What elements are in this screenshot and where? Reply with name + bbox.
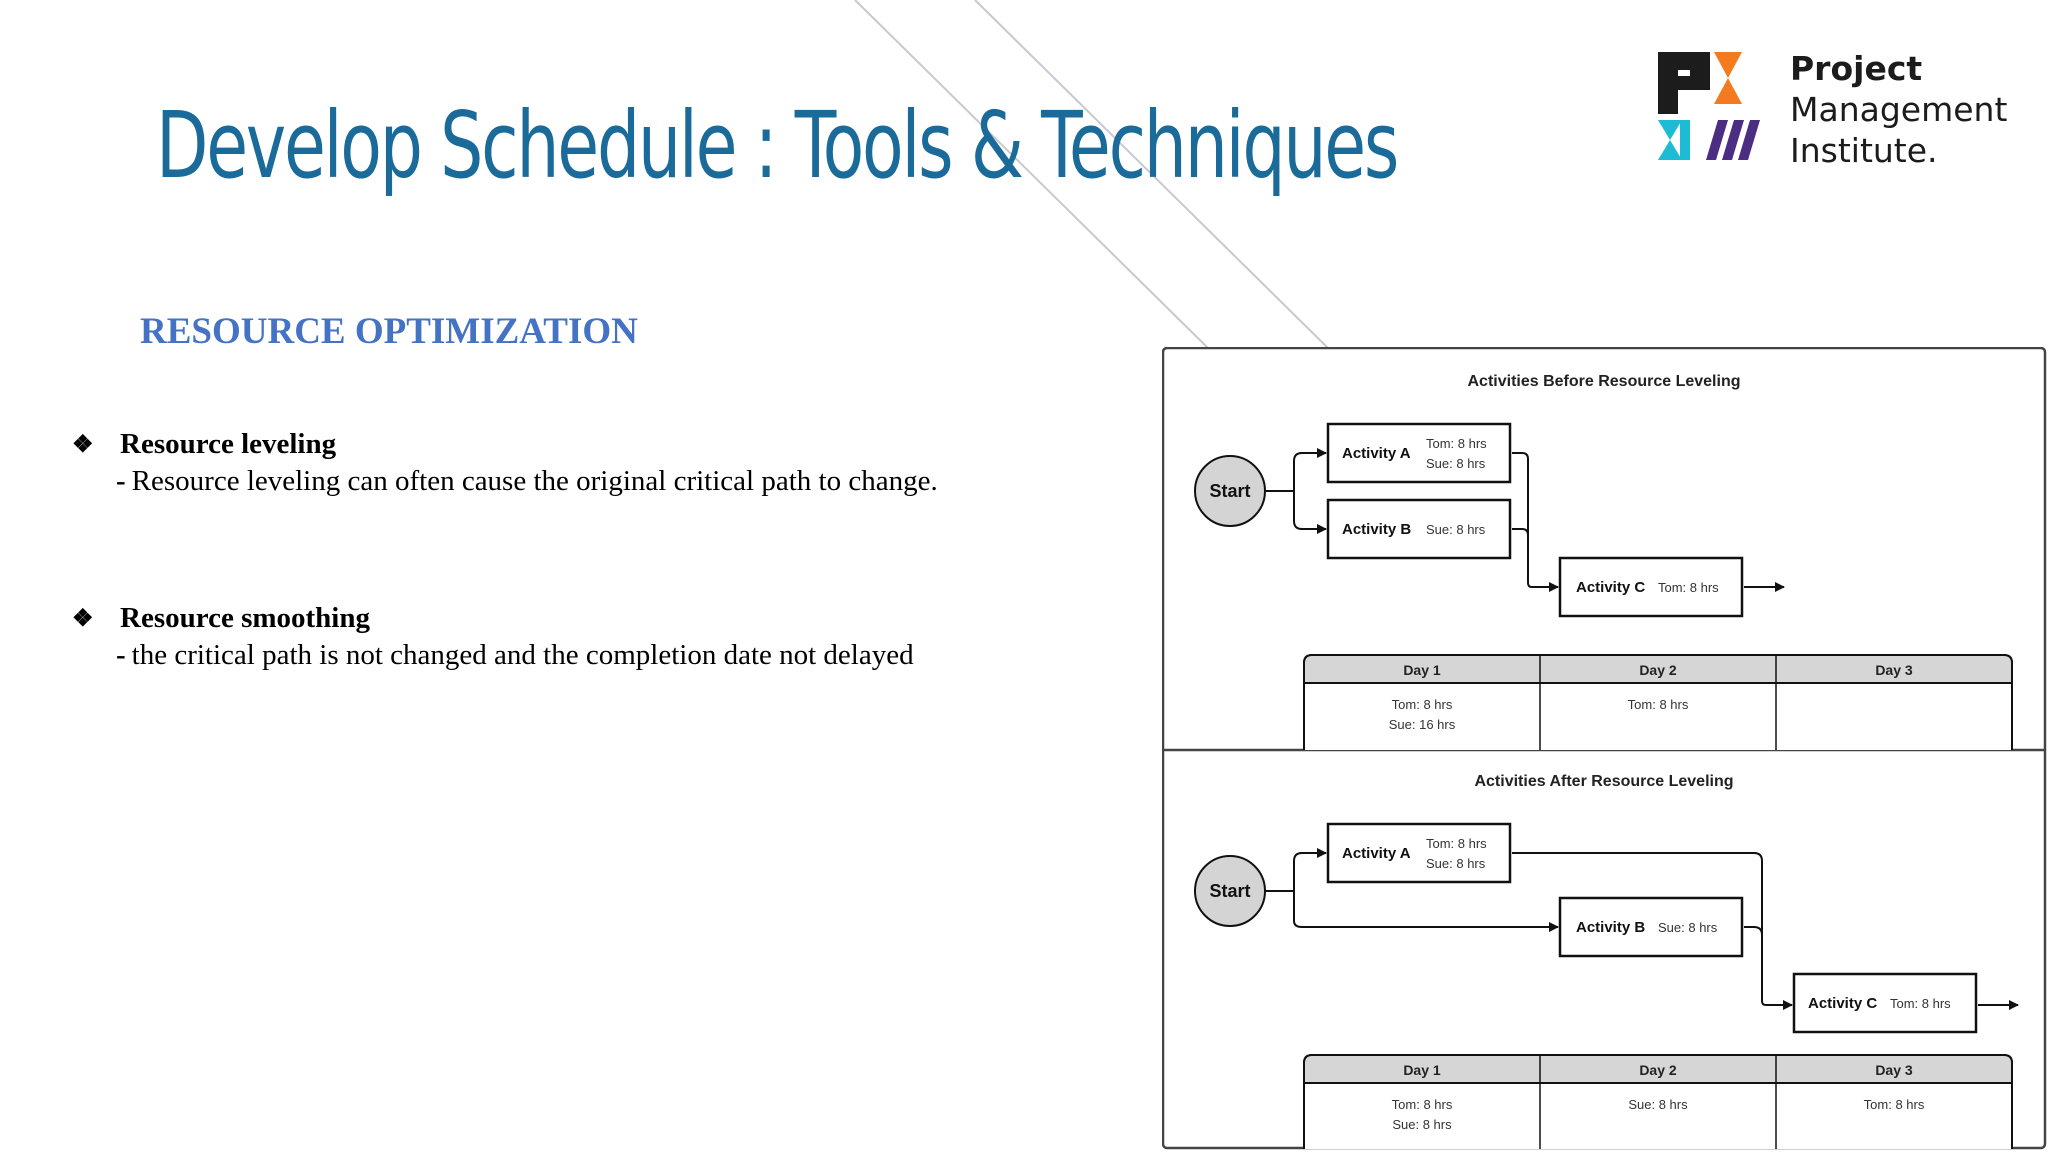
activity-resource: Tom: 8 hrs (1890, 996, 1951, 1011)
table-cell: Sue: 8 hrs (1392, 1117, 1452, 1132)
table-cell: Tom: 8 hrs (1628, 697, 1689, 712)
panel-title: Activities After Resource Leveling (1474, 773, 1733, 790)
activity-c-node: Activity C Tom: 8 hrs (1558, 556, 1744, 618)
start-label: Start (1209, 881, 1250, 901)
activity-resource: Tom: 8 hrs (1426, 436, 1487, 451)
resource-leveling-diagram: Activities Before Resource Leveling Star… (1162, 347, 2047, 1150)
panel-after: Activities After Resource Leveling Start… (1194, 773, 2019, 1149)
table-cell: Tom: 8 hrs (1392, 697, 1453, 712)
activity-resource: Sue: 8 hrs (1658, 920, 1718, 935)
table-header: Day 1 (1403, 1062, 1441, 1078)
activity-name: Activity A (1342, 445, 1411, 462)
table-header: Day 1 (1403, 662, 1441, 678)
section-heading: RESOURCE OPTIMIZATION (140, 311, 638, 352)
bullet-resource-smoothing: ❖Resource smoothing -the critical path i… (72, 602, 914, 671)
activity-name: Activity A (1342, 845, 1411, 862)
table-header: Day 3 (1875, 1062, 1913, 1078)
bullet-heading: Resource leveling (120, 428, 337, 460)
bullet-resource-leveling: ❖Resource leveling -Resource leveling ca… (72, 428, 938, 497)
activity-name: Activity B (1342, 521, 1411, 538)
logo-line-1: Project (1790, 49, 1923, 88)
start-node (1194, 455, 1266, 527)
bullet-text: Resource leveling can often cause the or… (131, 465, 938, 497)
resource-table: Day 1 Day 2 Day 3 Tom: 8 hrs Sue: 16 hrs… (1303, 654, 2013, 750)
logo-line-2: Management (1790, 90, 2008, 129)
panel-before: Activities Before Resource Leveling Star… (1194, 373, 2013, 750)
start-node (1194, 855, 1266, 927)
activity-a-node: Activity A Tom: 8 hrs Sue: 8 hrs (1326, 822, 1512, 884)
table-cell: Tom: 8 hrs (1392, 1097, 1453, 1112)
diamond-bullet-icon: ❖ (72, 432, 94, 458)
table-cell: Tom: 8 hrs (1864, 1097, 1925, 1112)
activity-c-node: Activity C Tom: 8 hrs (1792, 972, 1978, 1034)
resource-table: Day 1 Day 2 Day 3 Tom: 8 hrs Sue: 8 hrs … (1303, 1054, 2013, 1149)
activity-name: Activity C (1808, 995, 1877, 1012)
activity-resource: Tom: 8 hrs (1658, 580, 1719, 595)
activity-a-node: Activity A Tom: 8 hrs Sue: 8 hrs (1326, 422, 1512, 484)
table-cell: Sue: 16 hrs (1389, 717, 1456, 732)
activity-resource: Sue: 8 hrs (1426, 856, 1486, 871)
activity-name: Activity B (1576, 919, 1645, 936)
panel-title: Activities Before Resource Leveling (1468, 373, 1741, 390)
activity-b-node: Activity B Sue: 8 hrs (1326, 498, 1512, 560)
activity-resource: Sue: 8 hrs (1426, 456, 1486, 471)
start-label: Start (1209, 481, 1250, 501)
table-header: Day 3 (1875, 662, 1913, 678)
activity-resource: Sue: 8 hrs (1426, 522, 1486, 537)
activity-b-node: Activity B Sue: 8 hrs (1558, 896, 1744, 958)
diamond-bullet-icon: ❖ (72, 606, 94, 632)
pmi-logo: Project Management Institute. (1656, 48, 2026, 170)
activity-name: Activity C (1576, 579, 1645, 596)
table-header: Day 2 (1639, 662, 1677, 678)
bullet-heading: Resource smoothing (120, 602, 370, 634)
logo-line-3: Institute. (1790, 131, 1938, 170)
table-header: Day 2 (1639, 1062, 1677, 1078)
pmi-logo-text: Project Management Institute. (1790, 48, 2007, 171)
table-cell: Sue: 8 hrs (1628, 1097, 1688, 1112)
activity-resource: Tom: 8 hrs (1426, 836, 1487, 851)
slide-title: Develop Schedule : Tools & Techniques (156, 92, 1399, 199)
pmi-mark-icon (1658, 52, 1760, 160)
bullet-text: the critical path is not changed and the… (131, 639, 914, 671)
